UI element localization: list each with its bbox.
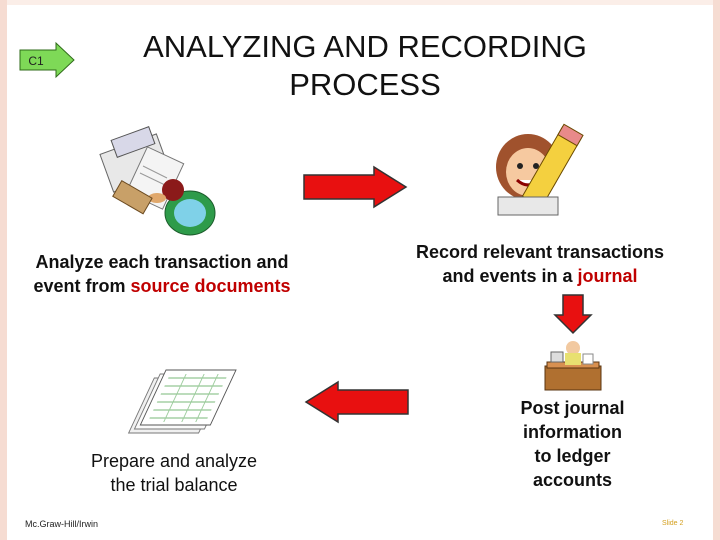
prepare-caption-line-1: Prepare and analyze xyxy=(90,451,258,471)
arrow-post-to-prepare xyxy=(304,380,409,424)
c1-badge: C1 xyxy=(19,41,75,79)
record-caption: Record relevant transactions and events … xyxy=(392,240,688,288)
analyze-caption-text: event from xyxy=(33,276,131,296)
trial-balance-illustration xyxy=(127,369,237,434)
publisher-footer: Mc.Graw-Hill/Irwin xyxy=(25,519,98,529)
page-title: ANALYZING AND RECORDING PROCESS xyxy=(100,28,630,104)
title-line-1: ANALYZING AND RECORDING xyxy=(143,29,587,64)
analyze-caption-line-1: Analyze each transaction and xyxy=(35,252,289,272)
prepare-caption: Prepare and analyze the trial balance xyxy=(60,449,288,497)
record-caption-line-1: Record relevant transactions xyxy=(415,242,665,262)
post-caption-line-4: accounts xyxy=(532,470,613,490)
arrow-record-to-post xyxy=(553,294,593,335)
left-border xyxy=(0,0,7,540)
ledger-desk-illustration xyxy=(544,341,602,391)
record-caption-line-2: and events in a journal xyxy=(392,264,688,288)
title-line-2: PROCESS xyxy=(289,67,441,102)
post-caption: Post journal information to ledger accou… xyxy=(490,396,655,492)
journal-highlight: journal xyxy=(577,266,638,286)
analyze-caption-line-2: event from source documents xyxy=(12,274,312,298)
slide-number: Slide 2 xyxy=(662,520,684,527)
prepare-caption-line-2: the trial balance xyxy=(110,475,238,495)
record-caption-text: and events in a xyxy=(442,266,578,286)
source-documents-illustration xyxy=(99,126,216,236)
arrow-analyze-to-record xyxy=(303,165,408,209)
post-caption-line-2: information xyxy=(523,422,622,442)
post-caption-line-3: to ledger xyxy=(534,446,611,466)
source-documents-highlight: source documents xyxy=(130,276,291,296)
right-border xyxy=(713,0,720,540)
post-caption-line-1: Post journal xyxy=(520,398,625,418)
c1-badge-label: C1 xyxy=(28,54,44,68)
analyze-caption: Analyze each transaction and event from … xyxy=(12,250,312,298)
top-border xyxy=(0,0,720,5)
journal-writer-illustration xyxy=(496,123,584,216)
